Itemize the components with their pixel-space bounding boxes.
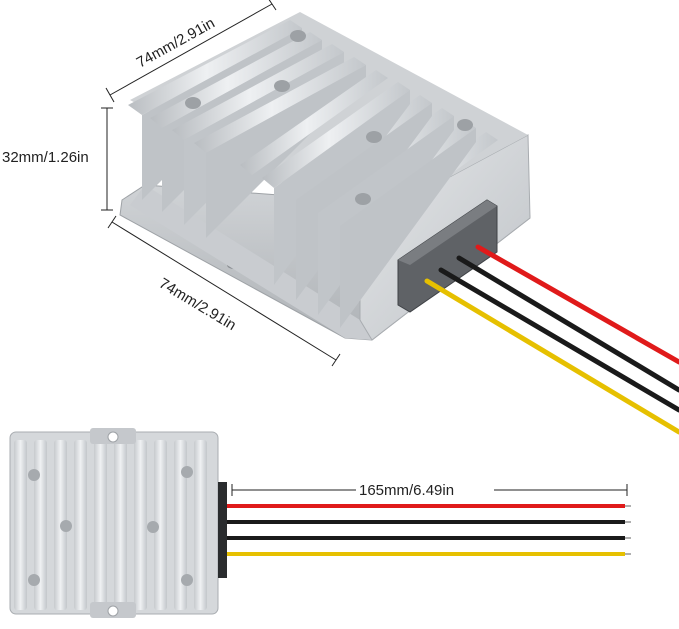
wire-length-label: 165mm/6.49in [359, 482, 454, 499]
screw-boss [355, 193, 371, 205]
screw-boss [181, 466, 193, 478]
height-label: 32mm/1.26in [2, 149, 89, 166]
screw-boss [366, 131, 382, 143]
mounting-hole [107, 605, 119, 617]
dimension-wire-length: 165mm/6.49in [231, 482, 628, 499]
screw-boss [181, 574, 193, 586]
screw-boss [28, 469, 40, 481]
wire-grommet [218, 482, 227, 578]
dimension-height: 32mm/1.26in [2, 107, 113, 211]
output-wires-3d [424, 244, 679, 435]
output-wires-flat [227, 504, 631, 556]
screw-boss [274, 80, 290, 92]
heatsink-fins-flat [14, 440, 207, 610]
screw-boss [28, 574, 40, 586]
heatsink-fins [128, 20, 498, 328]
screw-boss [457, 119, 473, 131]
converter-top-view: 165mm/6.49in [9, 428, 631, 618]
screw-boss [185, 97, 201, 109]
converter-3d-view [119, 12, 679, 435]
screw-boss [147, 521, 159, 533]
screw-boss [60, 520, 72, 532]
screw-boss [290, 30, 306, 42]
mounting-hole [107, 431, 119, 443]
bottom-depth-label: 74mm/2.91in [156, 275, 239, 334]
